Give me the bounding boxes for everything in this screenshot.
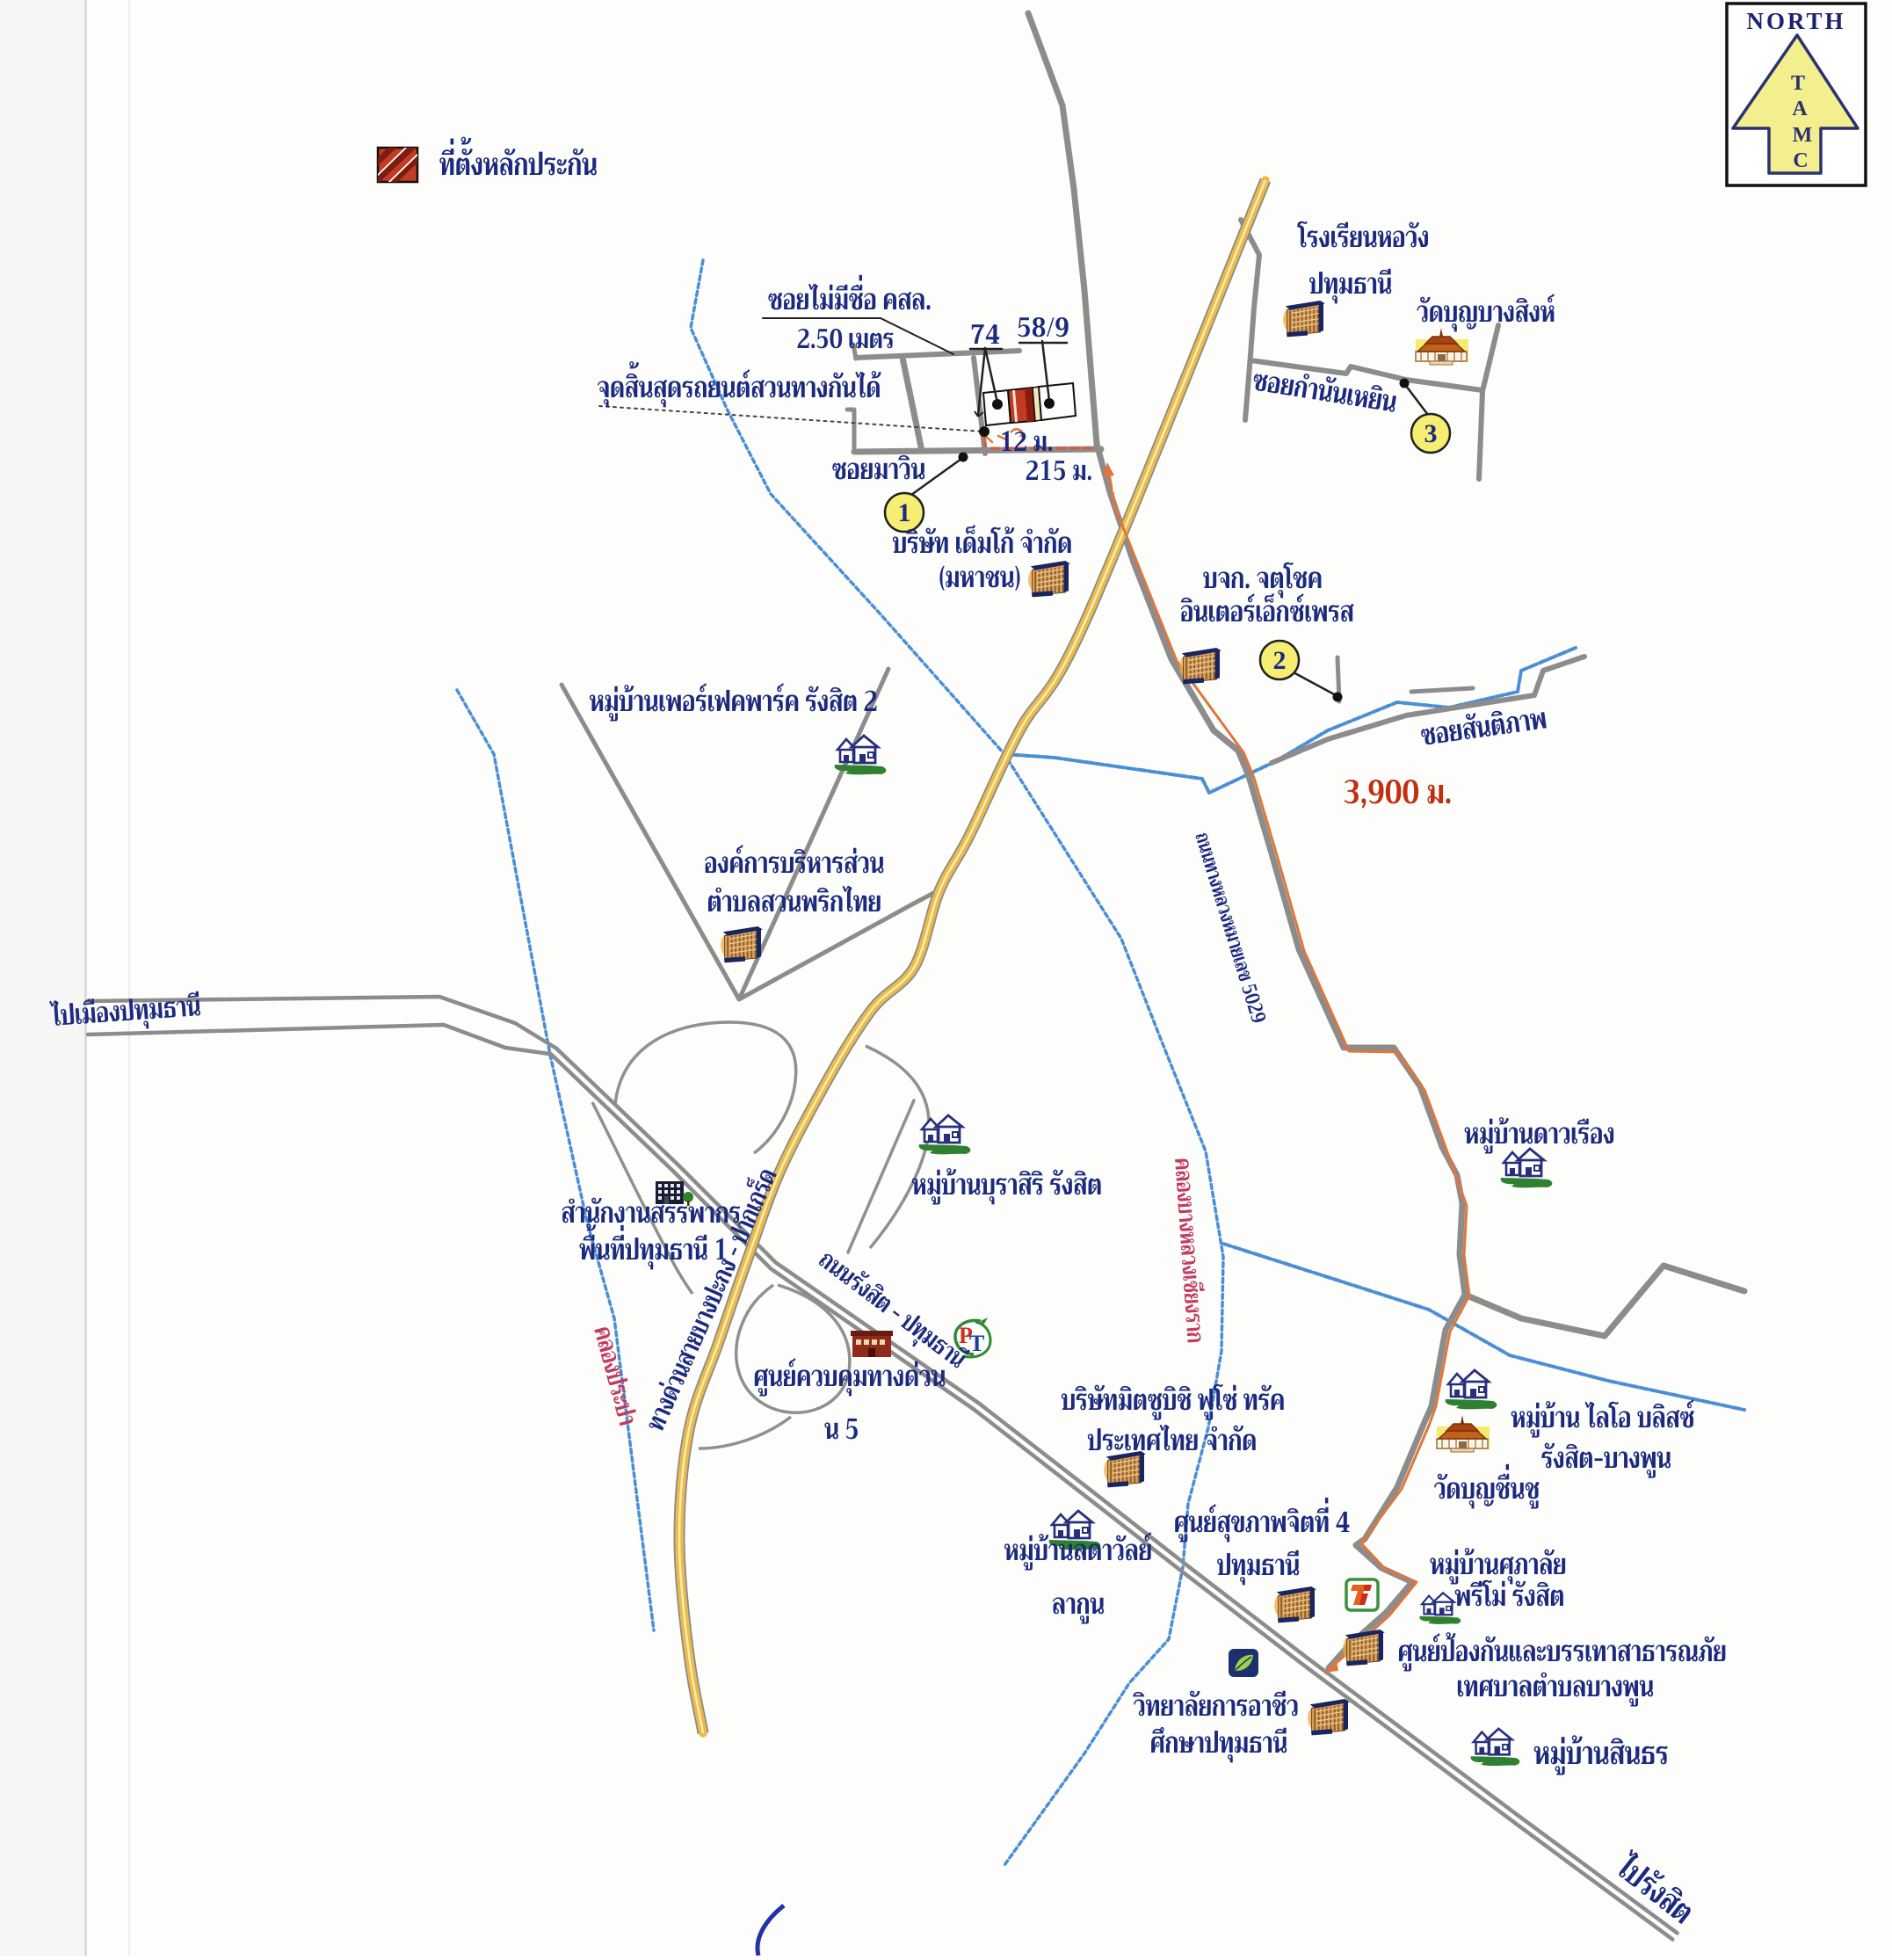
svg-text:2: 2 bbox=[1273, 646, 1287, 675]
svg-text:T: T bbox=[1791, 72, 1805, 95]
svg-text:3: 3 bbox=[1424, 419, 1438, 448]
svg-text:C: C bbox=[1793, 149, 1808, 172]
svg-text:M: M bbox=[1793, 124, 1813, 147]
svg-text:NORTH: NORTH bbox=[1746, 8, 1845, 34]
svg-text:1: 1 bbox=[898, 498, 911, 527]
svg-text:A: A bbox=[1792, 98, 1808, 120]
